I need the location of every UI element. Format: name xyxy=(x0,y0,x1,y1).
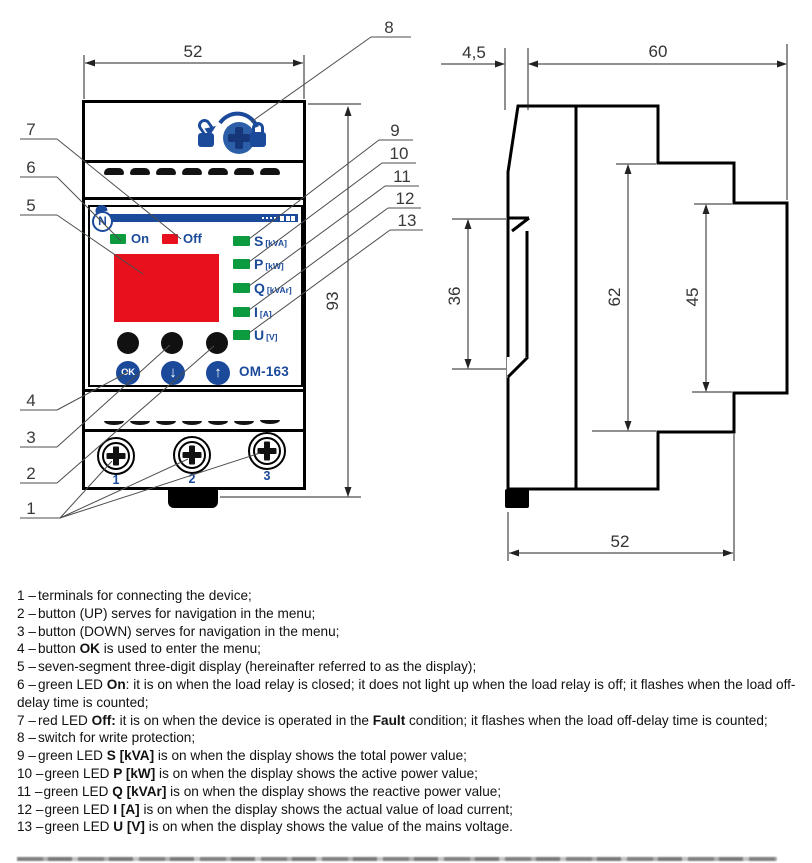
led-unit: [A] xyxy=(259,309,272,319)
callout-number: 11 xyxy=(393,167,411,186)
dim-value: 62 xyxy=(605,288,624,307)
q-led xyxy=(233,283,250,293)
legend-item: 8 –switch for write protection; xyxy=(17,730,196,746)
callout-number: 10 xyxy=(390,144,409,163)
side-dim-offset: 4,5 xyxy=(441,43,529,110)
legend-item: 9 –green LED S [kVA] is on when the disp… xyxy=(17,748,467,764)
dim-value: 52 xyxy=(611,532,630,551)
panel-header-bar xyxy=(110,214,298,222)
legend-item: 7 –red LED Off: it is on when the device… xyxy=(17,712,768,728)
u-led xyxy=(233,330,250,340)
front-separator xyxy=(82,429,306,432)
legend-item: 13 –green LED U [V] is on when the displ… xyxy=(17,819,513,835)
callout-number: 12 xyxy=(396,189,415,208)
legend: 1 –terminals for connecting the device; 2… xyxy=(17,587,804,836)
up-button xyxy=(206,332,228,354)
callout-number: 3 xyxy=(26,428,35,447)
front-separator xyxy=(82,160,306,163)
front-separator xyxy=(82,389,306,392)
callout-number: 1 xyxy=(26,499,35,518)
led-row-i: I [A] xyxy=(233,305,272,319)
front-dim-width: 52 xyxy=(83,42,305,99)
cropped-text-strip xyxy=(17,857,777,861)
led-letter: Q xyxy=(254,280,265,296)
brand-logo-icon: N xyxy=(92,211,113,232)
down-arrow-icon: ↓ xyxy=(161,361,185,385)
off-led-label: Off xyxy=(183,231,202,246)
legend-item: 12 –green LED I [A] is on when the displ… xyxy=(17,801,513,817)
callout-number: 13 xyxy=(398,211,417,230)
legend-item: 4 –button OK is used to enter the menu; xyxy=(17,641,261,657)
seven-segment-display xyxy=(114,254,219,322)
led-letter: P xyxy=(254,256,264,272)
led-row-p: P [kW] xyxy=(233,257,284,271)
callout-number: 5 xyxy=(26,196,35,215)
dim-value: 60 xyxy=(649,42,668,61)
led-letter: I xyxy=(254,304,258,320)
side-dim-width: 52 xyxy=(507,434,735,561)
closed-lock-icon xyxy=(250,132,266,147)
terminal-1 xyxy=(97,437,135,475)
din-clip-side xyxy=(505,489,529,508)
up-arrow-icon: ↑ xyxy=(206,361,230,385)
led-letter: S xyxy=(254,233,264,249)
led-row-s: S [kVA] xyxy=(233,234,287,248)
led-unit: [kVAr] xyxy=(266,285,292,295)
terminal-number: 1 xyxy=(112,473,120,487)
terminal-number: 3 xyxy=(263,469,271,483)
s-led xyxy=(233,236,250,246)
dim-value: 93 xyxy=(323,292,342,311)
legend-item: 3 –button (DOWN) serves for navigation i… xyxy=(17,623,340,639)
terminal-number: 2 xyxy=(188,472,196,486)
legend-item: 11 –green LED Q [kVAr] is on when the di… xyxy=(17,783,502,799)
legend-item: 2 –button (UP) serves for navigation in … xyxy=(17,605,316,621)
callout-number: 8 xyxy=(384,18,393,37)
on-led-label: On xyxy=(131,231,150,246)
ok-icon: OK xyxy=(116,361,140,385)
side-dim-depth: 60 xyxy=(528,42,788,200)
led-row-q: Q [kVAr] xyxy=(233,281,292,295)
dim-value: 4,5 xyxy=(462,43,486,62)
down-button xyxy=(161,332,183,354)
dim-value: 36 xyxy=(445,287,464,306)
callout-number: 2 xyxy=(26,464,35,483)
callout-number: 7 xyxy=(26,120,35,139)
off-led xyxy=(162,234,178,244)
side-dim-front: 45 xyxy=(683,203,732,393)
model-label: OM-163 xyxy=(239,364,289,379)
callout-number: 6 xyxy=(26,158,35,177)
legend-item: 6 –green LED On: it is on when the load … xyxy=(17,676,796,710)
legend-item: 5 –seven-segment three-digit display (he… xyxy=(17,659,477,675)
p-led xyxy=(233,259,250,269)
dim-value: 52 xyxy=(184,42,203,61)
terminal-2 xyxy=(173,436,211,474)
i-led xyxy=(233,307,250,317)
side-dim-din: 36 xyxy=(445,218,506,370)
terminal-3 xyxy=(248,432,286,470)
led-letter: U xyxy=(254,327,265,343)
ok-button xyxy=(117,332,139,354)
legend-item: 1 –terminals for connecting the device; xyxy=(17,588,252,603)
legend-item: 10 –green LED P [kW] is on when the disp… xyxy=(17,765,478,781)
led-row-u: U [V] xyxy=(233,328,277,342)
led-unit: [kVA] xyxy=(265,238,287,248)
on-led xyxy=(110,234,126,244)
callout-number: 9 xyxy=(390,121,399,140)
dim-value: 45 xyxy=(683,288,702,307)
device-side-view xyxy=(505,104,789,508)
led-unit: [V] xyxy=(266,332,278,342)
led-unit: [kW] xyxy=(265,261,284,271)
side-dim-body: 62 xyxy=(592,163,656,432)
callout-number: 4 xyxy=(26,391,35,410)
open-lock-icon xyxy=(198,133,214,147)
front-separator xyxy=(82,197,306,200)
din-clip xyxy=(168,489,218,508)
